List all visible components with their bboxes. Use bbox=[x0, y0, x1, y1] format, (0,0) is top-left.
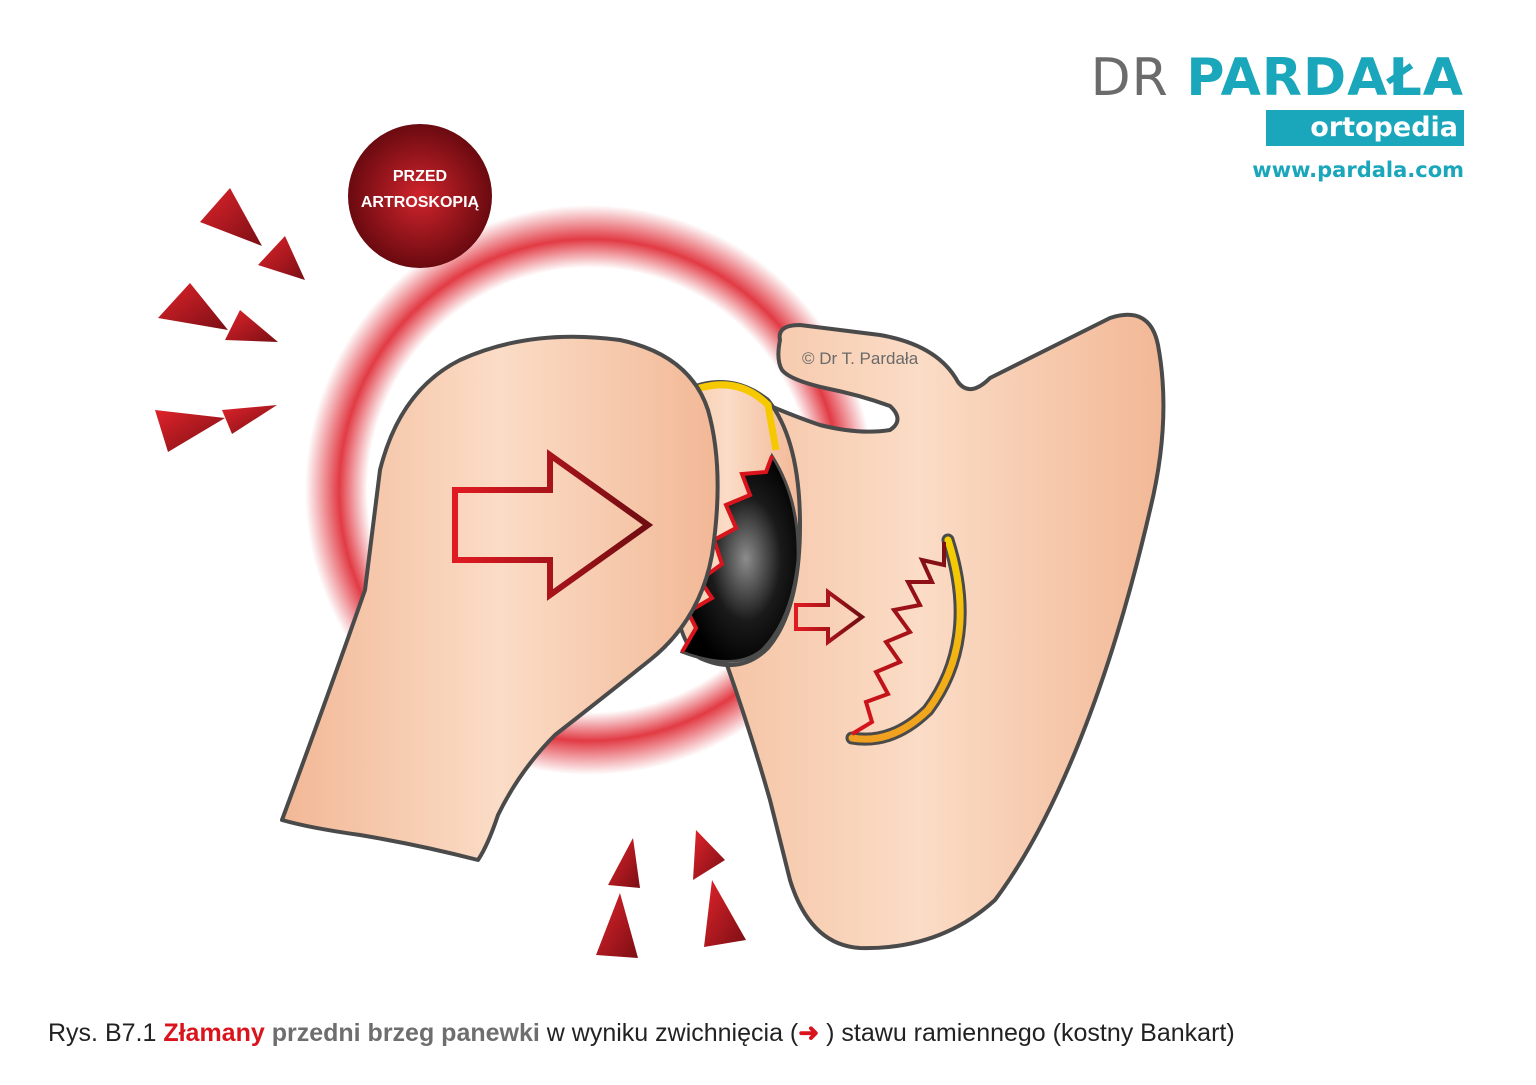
dislocation-arrow-large bbox=[452, 449, 654, 601]
figure-caption: Rys. B7.1 Złamany przedni brzeg panewki … bbox=[48, 1018, 1488, 1048]
dislocation-arrow-small bbox=[794, 588, 866, 646]
stage-badge-line2: ARTROSKOPIĄ bbox=[361, 194, 480, 211]
scapula bbox=[718, 312, 1166, 951]
caption-label: Rys. B7.1 bbox=[48, 1019, 157, 1047]
pain-triangle bbox=[222, 405, 277, 434]
caption-highlight-red: Złamany bbox=[163, 1019, 265, 1047]
pain-triangle bbox=[693, 830, 725, 880]
caption-text-2: ) stawu ramiennego (kostny Bankart) bbox=[826, 1019, 1235, 1047]
brand-wordmark: DR PARDAŁA bbox=[1064, 50, 1464, 106]
pain-triangle bbox=[608, 838, 640, 888]
pain-triangles-bottom bbox=[596, 830, 746, 958]
pain-triangles-left bbox=[155, 188, 305, 452]
brand-name: PARDAŁA bbox=[1186, 48, 1464, 108]
brand-url: www.pardala.com bbox=[1252, 158, 1464, 182]
stage-badge bbox=[348, 124, 492, 268]
caption-arrow-icon: ➜ bbox=[798, 1019, 820, 1047]
caption-highlight-gray: przedni brzeg panewki bbox=[271, 1019, 540, 1047]
pain-triangle bbox=[258, 236, 305, 280]
pain-triangle bbox=[225, 310, 278, 342]
bone-fragment-labrum-fill bbox=[848, 536, 964, 743]
humerus bbox=[280, 334, 720, 862]
stage-badge-line1: PRZED bbox=[393, 168, 447, 185]
pain-triangle bbox=[596, 893, 638, 958]
pain-triangle bbox=[158, 283, 228, 330]
brand-tagline: ortopedia bbox=[1266, 110, 1464, 146]
brand-logo: DR PARDAŁA ortopedia www.pardala.com bbox=[1064, 50, 1464, 182]
brand-prefix: DR bbox=[1090, 48, 1169, 108]
bone-fragment-fracture-line bbox=[850, 542, 946, 736]
caption-text-1: w wyniku zwichnięcia ( bbox=[546, 1019, 799, 1047]
pain-triangle bbox=[704, 880, 746, 947]
copyright-text: © Dr T. Pardała bbox=[802, 349, 919, 368]
pain-triangle bbox=[200, 188, 262, 246]
pain-triangle bbox=[155, 410, 225, 452]
